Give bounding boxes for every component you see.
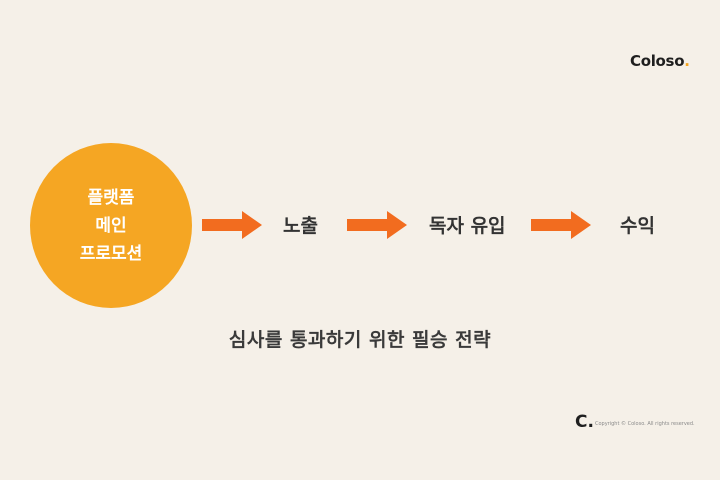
arrow-right-icon bbox=[202, 211, 262, 239]
subtitle: 심사를 통과하기 위한 필승 전략 bbox=[228, 329, 492, 351]
copyright-text: Copyright © Coloso. All rights reserved. bbox=[595, 421, 695, 427]
logo-text: Coloso bbox=[630, 52, 685, 70]
footer-logo: C. bbox=[575, 412, 594, 432]
arrow-right-icon bbox=[347, 211, 407, 239]
step-reader-inflow: 독자 유입 bbox=[429, 215, 506, 237]
circle-line-1: 플랫폼 bbox=[87, 187, 135, 208]
step-exposure: 노출 bbox=[283, 215, 318, 237]
circle-line-2: 메인 bbox=[95, 215, 127, 236]
logo-dot: . bbox=[684, 52, 690, 70]
footer-logo-letter: C bbox=[575, 412, 588, 432]
platform-promotion-circle: 플랫폼 메인 프로모션 bbox=[30, 143, 192, 308]
footer-logo-dot: . bbox=[587, 412, 594, 432]
arrow-right-icon bbox=[531, 211, 591, 239]
step-revenue: 수익 bbox=[620, 215, 655, 237]
coloso-logo: Coloso. bbox=[630, 52, 690, 70]
circle-line-3: 프로모션 bbox=[79, 243, 143, 264]
